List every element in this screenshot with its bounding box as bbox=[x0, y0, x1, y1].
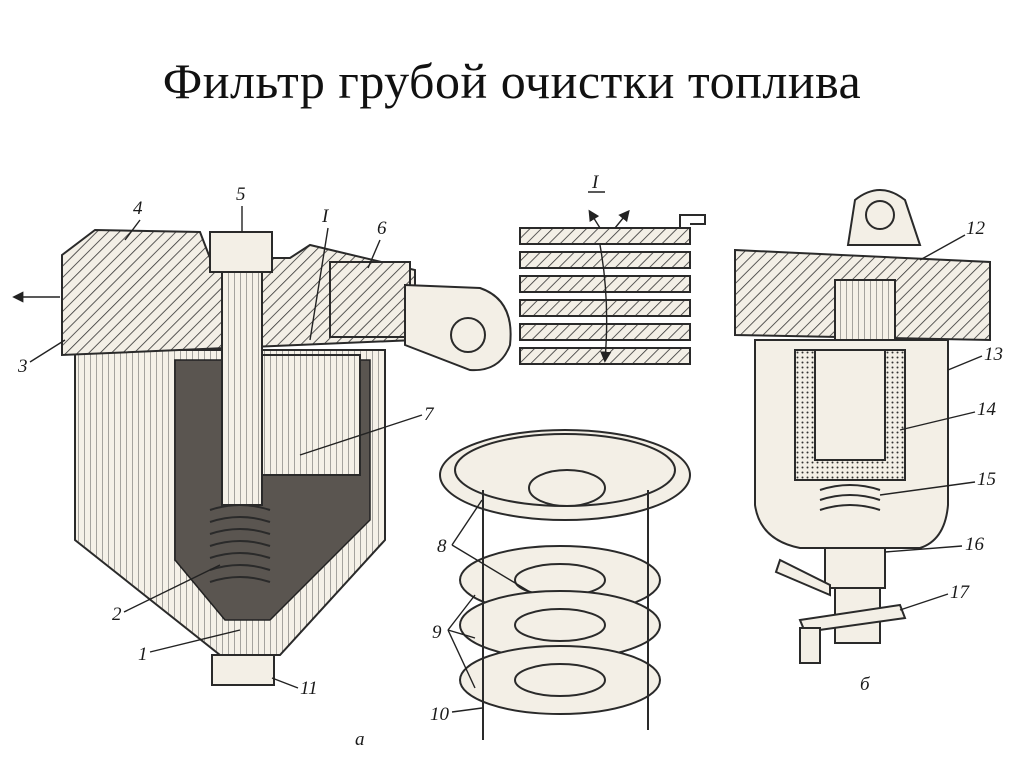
detail-title: I bbox=[591, 172, 600, 193]
callout-17: 17 bbox=[950, 582, 971, 603]
callout-8: 8 bbox=[437, 536, 447, 557]
spring-a bbox=[209, 504, 271, 583]
callout-6: 6 bbox=[377, 218, 387, 239]
callout-1: 1 bbox=[138, 644, 148, 665]
callout-14: 14 bbox=[977, 399, 997, 420]
callout-3: 3 bbox=[17, 356, 28, 377]
center-hub bbox=[528, 469, 606, 507]
valve-body bbox=[824, 547, 886, 589]
view-label-b: б bbox=[860, 674, 871, 695]
lug-b-hole bbox=[865, 200, 895, 230]
central-bolt bbox=[221, 254, 263, 506]
callout-2: 2 bbox=[112, 604, 122, 625]
callout-7: 7 bbox=[424, 404, 435, 425]
callout-16: 16 bbox=[965, 534, 985, 555]
drain-plug bbox=[211, 654, 275, 686]
callout-10: 10 bbox=[430, 704, 450, 725]
callouts-b: 12 13 14 15 16 17 б bbox=[860, 218, 1003, 695]
detail-plates: I bbox=[519, 172, 706, 365]
filter-assembly-a bbox=[12, 228, 512, 686]
inlet-boss bbox=[329, 261, 411, 338]
callout-11: 11 bbox=[300, 678, 318, 699]
valve-lever bbox=[774, 558, 831, 597]
callout-9: 9 bbox=[432, 622, 442, 643]
callouts-middle: 8 9 10 bbox=[430, 499, 531, 725]
callout-detail-ref: I bbox=[321, 206, 330, 227]
page-title: Фильтр грубой очистки топлива bbox=[162, 53, 862, 109]
bolt-head bbox=[209, 231, 273, 273]
plate-stack bbox=[439, 429, 691, 740]
lug-hole bbox=[450, 317, 486, 353]
filter-element bbox=[254, 354, 361, 476]
callouts-a: 4 5 I 6 3 7 2 1 11 а bbox=[17, 184, 435, 750]
callout-15: 15 bbox=[977, 469, 996, 490]
callout-12: 12 bbox=[966, 218, 986, 239]
filter-assembly-b bbox=[734, 189, 991, 664]
plate-3 bbox=[459, 645, 661, 715]
callout-4: 4 bbox=[133, 198, 143, 219]
view-label-a: а bbox=[355, 729, 365, 750]
callout-13: 13 bbox=[984, 344, 1003, 365]
callout-5: 5 bbox=[236, 184, 246, 205]
spring-b bbox=[819, 484, 881, 511]
